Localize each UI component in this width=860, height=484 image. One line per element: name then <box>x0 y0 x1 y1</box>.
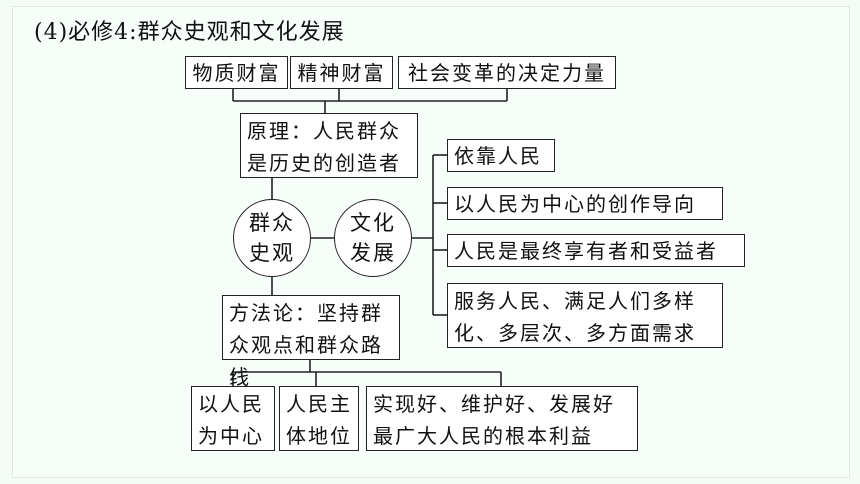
box-people-centered: 以人民为中心 <box>191 386 275 451</box>
box-rely-on-people: 依靠人民 <box>447 139 555 172</box>
circle-cultural-development: 文化发展 <box>334 199 412 277</box>
circle-culture-label: 文化发展 <box>350 211 396 265</box>
box-principle: 原理：人民群众是历史的创造者 <box>240 113 418 178</box>
box-methodology: 方法论：坚持群众观点和群众路线 <box>222 295 400 389</box>
box-social-change-force: 社会变革的决定力量 <box>398 56 616 89</box>
circle-mass-view-label: 群众史观 <box>249 211 295 265</box>
box-material-wealth: 物质财富 <box>185 56 288 89</box>
box-serve-people-needs: 服务人民、满足人们多样化、多层次、多方面需求 <box>447 283 723 348</box>
page-title: (4)必修4:群众史观和文化发展 <box>34 20 345 45</box>
box-people-beneficiaries: 人民是最终享有者和受益者 <box>447 234 745 267</box>
box-people-centered-creation: 以人民为中心的创作导向 <box>447 187 723 220</box>
box-spiritual-wealth: 精神财富 <box>290 56 393 89</box>
box-fundamental-interests: 实现好、维护好、发展好最广大人民的根本利益 <box>366 386 638 451</box>
box-people-subject-status: 人民主体地位 <box>279 386 359 451</box>
circle-mass-view-of-history: 群众史观 <box>233 199 311 277</box>
